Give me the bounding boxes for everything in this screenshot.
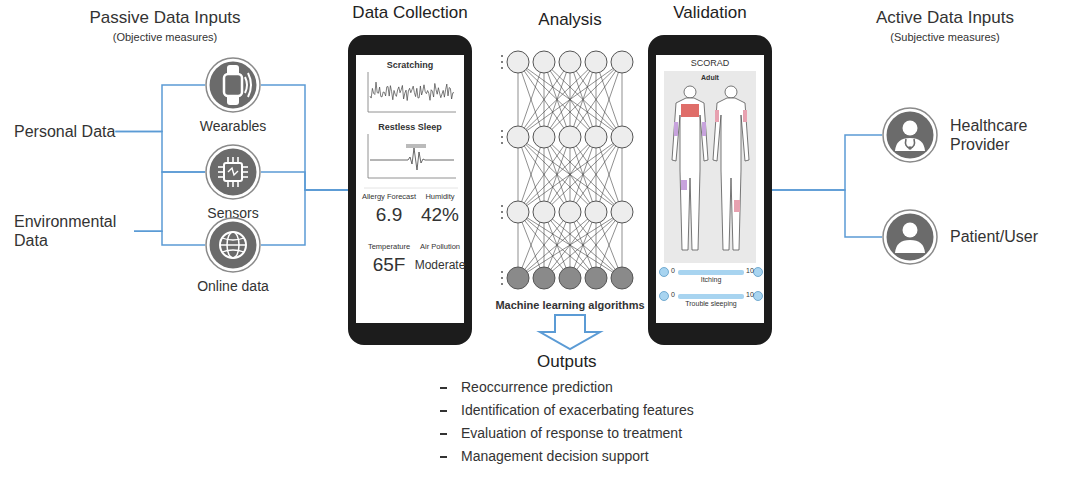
score-title: SCORAD [691, 58, 730, 68]
list-dash [440, 433, 447, 435]
algorithm-caption: Machine learning algorithms [493, 299, 646, 312]
input-category: Environmental Data [14, 212, 134, 250]
icon-symbol [882, 209, 938, 265]
section-heading: Active Data Inputs [876, 8, 1014, 28]
category-label: Personal Data [14, 122, 115, 141]
icon-circle: Wearables [205, 57, 261, 113]
output-item: Management decision support [440, 445, 694, 468]
chart-title: Restless Sleep [378, 122, 442, 132]
scale-end: 10 [746, 291, 754, 299]
stage-heading: Validation [673, 3, 746, 23]
scale-end: 0 [671, 291, 675, 299]
icon-symbol [882, 107, 938, 163]
phone-frame: Data Collection [348, 35, 472, 345]
icon-symbol [205, 217, 261, 273]
scale-name: Trouble sleeping [685, 300, 737, 308]
list-dash [440, 410, 447, 412]
rating-sliders [660, 268, 763, 301]
output-text: Evaluation of response to treatment [461, 425, 682, 442]
stage-heading: Analysis [538, 10, 601, 30]
block-arrow [540, 315, 600, 349]
icon-label: Online data [197, 278, 269, 295]
bracket-line [261, 190, 348, 245]
metric-value: 65F [373, 254, 406, 276]
restless-sleep-chart [368, 134, 456, 178]
bracket-line [772, 190, 882, 237]
bracket-line [261, 85, 348, 190]
outputs-block: OutputsReoccurrence predictionIdentifica… [440, 352, 694, 468]
metric-value: 6.9 [376, 204, 402, 226]
icon-circle: Sensors [205, 144, 261, 200]
output-item: Reoccurrence prediction [440, 376, 694, 399]
body-chart-ground [664, 71, 756, 263]
metric-value: Moderate [415, 259, 466, 273]
output-text: Identification of exacerbating features [461, 402, 694, 419]
list-dash [440, 387, 447, 389]
metric-name: Allergy Forecast [362, 193, 416, 202]
outputs-heading: Outputs [440, 352, 694, 372]
metric-name: Air Pollution [420, 243, 460, 252]
bracket-line [772, 135, 882, 190]
body-chart-label: Adult [701, 74, 719, 82]
bracket-line [261, 172, 348, 190]
section-heading: Passive Data Inputs [89, 8, 240, 28]
metric-value: 42% [421, 204, 459, 226]
analysis-block: AnalysisMachine learning algorithms [495, 42, 645, 312]
section-subheading: (Subjective measures) [890, 31, 999, 44]
scratching-chart [368, 72, 456, 112]
output-item: Identification of exacerbating features [440, 399, 694, 422]
phone-frame: Validation [648, 35, 772, 345]
output-item: Evaluation of response to treatment [440, 422, 694, 445]
icon-circle: Online data [205, 217, 261, 273]
icon-circle: Patient/User [882, 209, 938, 265]
bracket-line [115, 85, 205, 132]
scale-end: 0 [671, 267, 675, 275]
icon-label: Patient/User [950, 227, 1038, 246]
body-front [672, 86, 708, 250]
icon-circle: Healthcare Provider [882, 107, 938, 163]
section-subheading: (Objective measures) [113, 31, 218, 44]
icon-label: Wearables [200, 118, 267, 135]
body-back [713, 86, 749, 250]
output-text: Reoccurrence prediction [461, 379, 613, 396]
scale-name: Itching [701, 276, 722, 284]
output-text: Management decision support [461, 448, 649, 465]
icon-symbol [205, 144, 261, 200]
bracket-line [115, 132, 205, 172]
input-category: Personal Data [14, 122, 115, 141]
category-label: Environmental Data [14, 212, 134, 250]
icon-symbol [205, 57, 261, 113]
icon-label: Healthcare Provider [950, 116, 1045, 154]
stage-heading: Data Collection [352, 3, 467, 23]
bracket-line [134, 231, 205, 245]
neural-network [501, 51, 633, 289]
metric-name: Humidity [425, 193, 454, 202]
list-dash [440, 456, 447, 458]
bracket-line [134, 172, 205, 231]
scale-end: 10 [746, 267, 754, 275]
metric-name: Temperature [368, 243, 410, 252]
chart-title: Scratching [387, 60, 434, 70]
